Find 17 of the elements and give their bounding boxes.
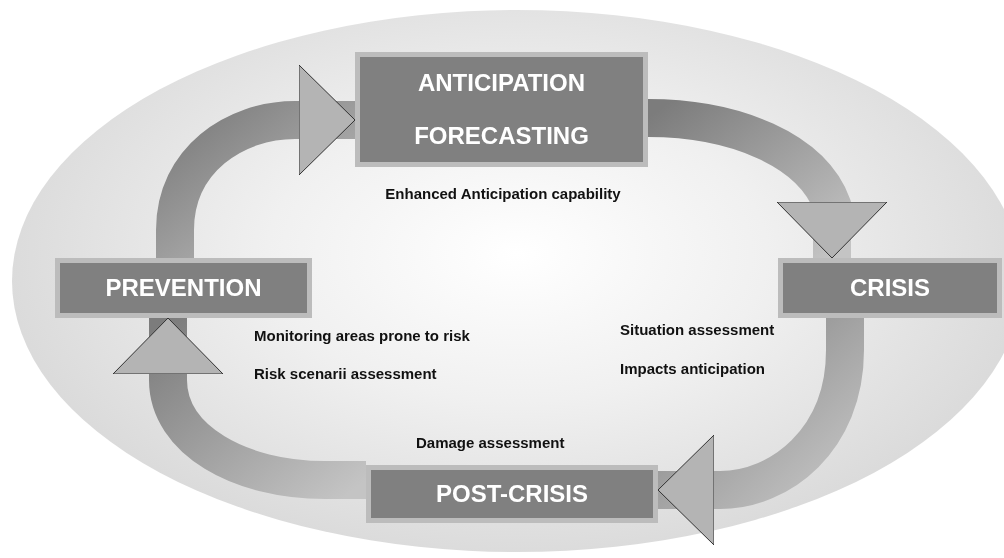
stage-label: ANTICIPATION FORECASTING	[413, 67, 590, 151]
stage-box	[55, 258, 312, 318]
stage-box	[355, 52, 648, 167]
stage-note: Impacts anticipation	[620, 360, 766, 377]
stage-box	[366, 465, 658, 523]
curved-arrow	[657, 318, 864, 546]
stage-note: Damage assessment	[416, 434, 565, 451]
stage-label: CRISIS	[850, 273, 930, 303]
stage-label: POST-CRISIS	[436, 479, 588, 509]
stage-note: Monitoring areas prone to risk	[254, 327, 470, 344]
stage-box	[778, 258, 1002, 318]
stage-note: Situation assessment	[620, 321, 775, 338]
stage-label: PREVENTION	[105, 273, 262, 303]
stage-note: Enhanced Anticipation capability	[385, 184, 621, 204]
stage-note: Risk scenarii assessment	[254, 365, 437, 382]
curved-arrow	[647, 99, 888, 259]
curved-arrow	[112, 317, 366, 499]
